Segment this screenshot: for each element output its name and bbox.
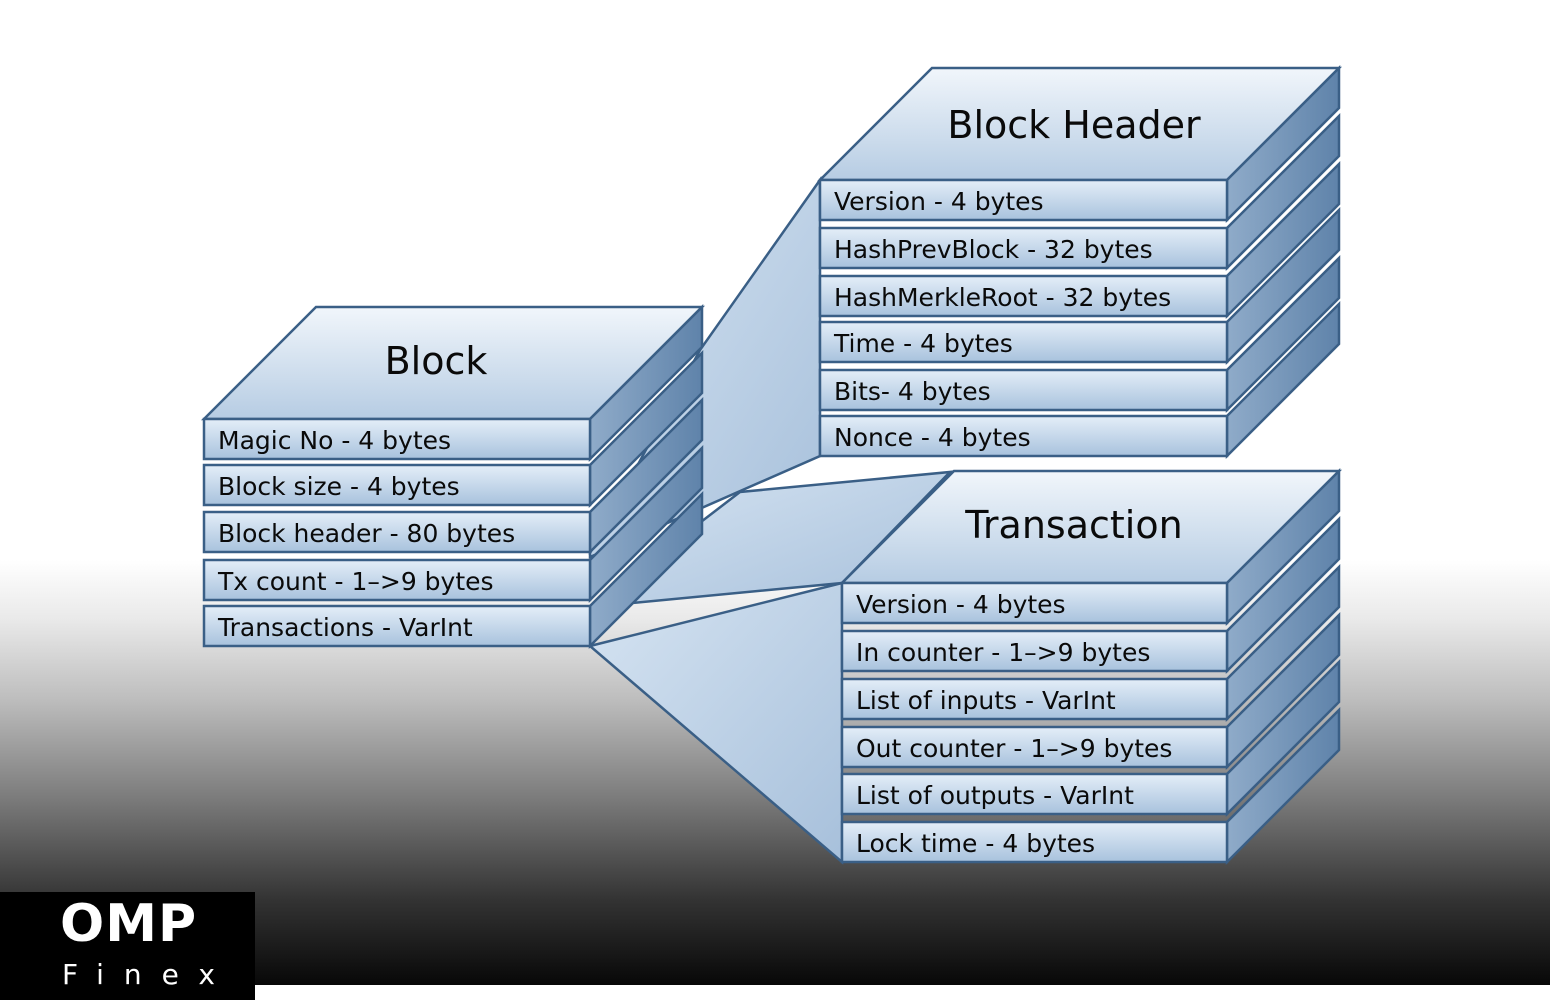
row-front-face: [840, 581, 1229, 625]
block-header-row-nonce-4-bytes: Nonce - 4 bytes: [818, 300, 1341, 460]
logo-name: OMP: [60, 894, 198, 954]
row-label: Time - 4 bytes: [833, 329, 1013, 358]
block-row-transactions-varint: Transactions - VarInt: [202, 490, 704, 650]
row-front-face: [818, 368, 1229, 412]
row-front-face: [840, 677, 1229, 721]
connector-transactions-lower: [587, 581, 844, 865]
block-header-row-hashmerkleroot-32-bytes: HashMerkleRoot - 32 bytes: [818, 160, 1341, 320]
row-front-face: [840, 629, 1229, 673]
row-front-face: [818, 414, 1229, 458]
block-header-row-version-4-bytes: Version - 4 bytes: [818, 64, 1341, 224]
block-row-tx-count-1-9-bytes: Tx count - 1–>9 bytes: [202, 444, 704, 604]
row-label: Tx count - 1–>9 bytes: [217, 567, 494, 596]
logo-subtitle: Finex: [62, 958, 235, 991]
block-row-magic-no-4-bytes: Magic No - 4 bytes: [202, 303, 704, 463]
bottom-bar: [255, 985, 1550, 1000]
row-front-face: [840, 772, 1229, 816]
block-header-row-hashprevblock-32-bytes: HashPrevBlock - 32 bytes: [818, 112, 1341, 272]
row-front-face: [202, 463, 592, 507]
row-front-face: [818, 320, 1229, 364]
transaction-row-list-of-outputs-varint: List of outputs - VarInt: [840, 658, 1341, 818]
row-label: List of outputs - VarInt: [856, 781, 1134, 810]
block-header-row-bits-4-bytes: Bits- 4 bytes: [818, 254, 1341, 414]
block-row-block-size-4-bytes: Block size - 4 bytes: [202, 349, 704, 509]
row-label: Version - 4 bytes: [856, 590, 1066, 619]
row-label: HashMerkleRoot - 32 bytes: [834, 283, 1171, 312]
row-label: List of inputs - VarInt: [856, 686, 1116, 715]
row-front-face: [202, 558, 592, 602]
row-front-face: [818, 226, 1229, 270]
row-label: Magic No - 4 bytes: [218, 426, 451, 455]
transaction-row-out-counter-1-9-bytes: Out counter - 1–>9 bytes: [840, 611, 1341, 771]
row-label: In counter - 1–>9 bytes: [856, 638, 1150, 667]
row-front-face: [202, 510, 592, 554]
block-title: Block: [385, 339, 488, 383]
row-front-face: [840, 725, 1229, 769]
transaction-row-list-of-inputs-varint: List of inputs - VarInt: [840, 563, 1341, 723]
transaction-row-version-4-bytes: Version - 4 bytes: [840, 467, 1341, 627]
row-front-face: [818, 274, 1229, 318]
row-front-face: [840, 820, 1229, 864]
row-label: HashPrevBlock - 32 bytes: [834, 235, 1153, 264]
row-label: Block size - 4 bytes: [218, 472, 460, 501]
row-label: Out counter - 1–>9 bytes: [856, 734, 1172, 763]
transaction-row-lock-time-4-bytes: Lock time - 4 bytes: [840, 706, 1341, 866]
row-label: Lock time - 4 bytes: [856, 829, 1095, 858]
transaction-row-in-counter-1-9-bytes: In counter - 1–>9 bytes: [840, 515, 1341, 675]
row-label: Bits- 4 bytes: [834, 377, 991, 406]
row-label: Transactions - VarInt: [217, 613, 473, 642]
row-label: Block header - 80 bytes: [218, 519, 515, 548]
block-header-row-time-4-bytes: Time - 4 bytes: [818, 206, 1341, 366]
block-row-block-header-80-bytes: Block header - 80 bytes: [202, 396, 704, 556]
row-label: Version - 4 bytes: [834, 187, 1044, 216]
block-header-title: Block Header: [947, 103, 1201, 147]
transaction-title: Transaction: [964, 503, 1182, 547]
omp-finex-logo: OMP Finex: [0, 892, 255, 1000]
row-label: Nonce - 4 bytes: [834, 423, 1031, 452]
row-front-face: [202, 417, 592, 461]
row-front-face: [202, 604, 592, 648]
row-front-face: [818, 178, 1229, 222]
